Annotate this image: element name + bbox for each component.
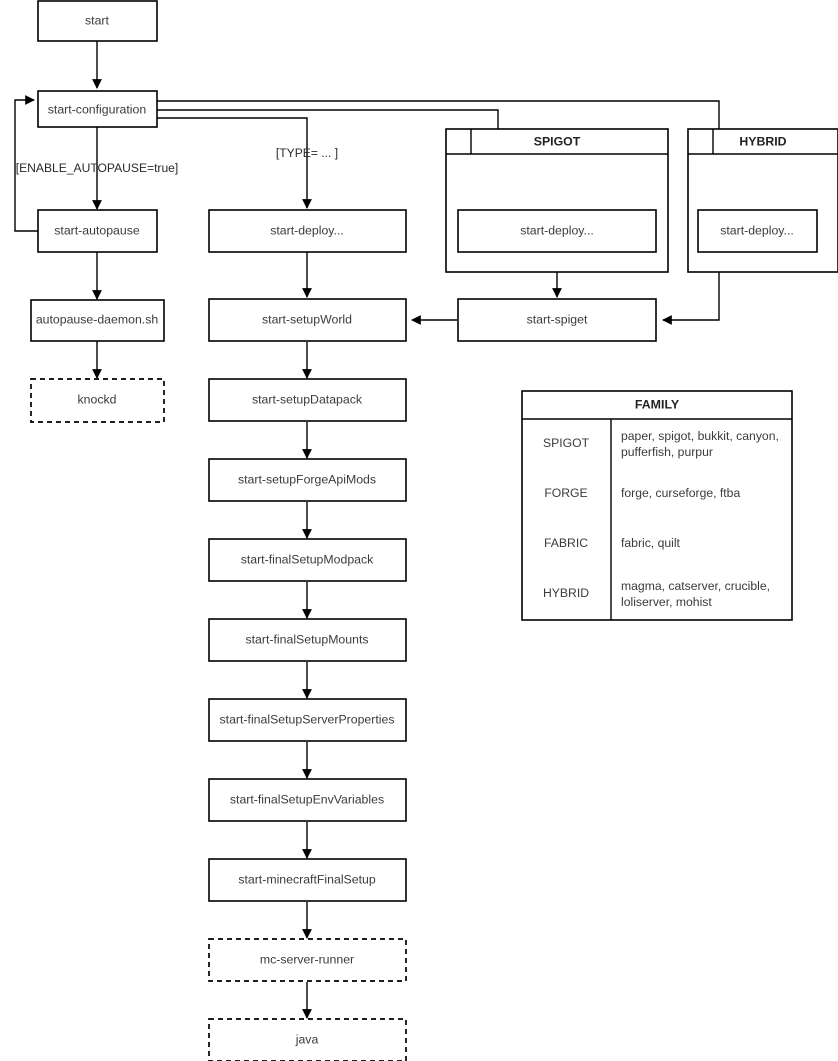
node-start-finalsetupmounts[interactable]: start-finalSetupMounts — [208, 618, 407, 662]
node-start-minecraftfinalsetup-label: start-minecraftFinalSetup — [238, 872, 376, 886]
node-autopause-daemon[interactable]: autopause-daemon.sh — [30, 299, 165, 342]
node-start-finalsetupenvvariables[interactable]: start-finalSetupEnvVariables — [208, 778, 407, 822]
legend-value-fabric-line1: fabric, quilt — [621, 536, 681, 550]
node-start-finalsetupmodpack[interactable]: start-finalSetupModpack — [208, 538, 407, 582]
edge-deploy-hybrid-to-spiget — [662, 252, 720, 325]
node-start-configuration-label: start-configuration — [48, 102, 147, 116]
legend-row-forge: FORGE forge, curseforge, ftba — [544, 486, 740, 500]
node-start-setupforgeapimods[interactable]: start-setupForgeApiMods — [208, 458, 407, 502]
node-start-configuration[interactable]: start-configuration — [37, 90, 158, 128]
node-start-deploy-hybrid[interactable]: start-deploy... — [697, 209, 818, 253]
node-start-autopause[interactable]: start-autopause — [37, 209, 158, 253]
node-start-label: start — [85, 13, 109, 27]
legend-value-spigot-line1: paper, spigot, bukkit, canyon, — [621, 429, 779, 443]
node-start-setupdatapack-label: start-setupDatapack — [252, 392, 363, 406]
node-start-finalsetupenvvariables-label: start-finalSetupEnvVariables — [230, 792, 384, 806]
legend-row-fabric: FABRIC fabric, quilt — [544, 536, 681, 550]
node-start-spiget[interactable]: start-spiget — [457, 298, 657, 342]
node-start-deploy-main[interactable]: start-deploy... — [208, 209, 407, 253]
group-spigot-title: SPIGOT — [534, 134, 581, 148]
node-start-deploy-spigot-label: start-deploy... — [520, 223, 594, 237]
node-start-deploy-spigot[interactable]: start-deploy... — [457, 209, 657, 253]
node-start-setupworld[interactable]: start-setupWorld — [208, 298, 407, 342]
group-hybrid-title: HYBRID — [739, 134, 786, 148]
node-knockd[interactable]: knockd — [30, 378, 165, 423]
node-start-finalsetupserverproperties-label: start-finalSetupServerProperties — [220, 712, 395, 726]
node-start-spiget-label: start-spiget — [527, 312, 588, 326]
legend-value-hybrid-line2: loliserver, mohist — [621, 595, 712, 609]
legend-value-spigot-line2: pufferfish, purpur — [621, 445, 713, 459]
node-start-deploy-main-label: start-deploy... — [270, 223, 344, 237]
node-start-setupworld-label: start-setupWorld — [262, 312, 352, 326]
legend-key-spigot: SPIGOT — [543, 436, 590, 450]
legend-key-fabric: FABRIC — [544, 536, 588, 550]
node-start-deploy-hybrid-label: start-deploy... — [720, 223, 794, 237]
node-start[interactable]: start — [37, 0, 158, 42]
legend-row-hybrid: HYBRID magma, catserver, crucible, lolis… — [543, 579, 770, 609]
edge-label-enable-autopause: [ENABLE_AUTOPAUSE=true] — [16, 161, 179, 175]
legend-title: FAMILY — [635, 397, 680, 411]
node-start-setupforgeapimods-label: start-setupForgeApiMods — [238, 472, 376, 486]
legend-key-hybrid: HYBRID — [543, 586, 589, 600]
legend-value-hybrid-line1: magma, catserver, crucible, — [621, 579, 770, 593]
legend-key-forge: FORGE — [544, 486, 587, 500]
edge-label-type: [TYPE= ... ] — [276, 146, 338, 160]
legend-row-spigot: SPIGOT paper, spigot, bukkit, canyon, pu… — [543, 429, 779, 459]
node-java-label: java — [295, 1032, 319, 1046]
node-start-finalsetupmodpack-label: start-finalSetupModpack — [241, 552, 374, 566]
edge-configuration-to-deploy-main — [157, 117, 312, 209]
edge-autopause-loop-to-configuration — [14, 95, 38, 232]
node-start-autopause-label: start-autopause — [54, 223, 140, 237]
legend-family-table: FAMILY SPIGOT paper, spigot, bukkit, can… — [521, 390, 793, 621]
node-start-setupdatapack[interactable]: start-setupDatapack — [208, 378, 407, 422]
legend-value-forge-line1: forge, curseforge, ftba — [621, 486, 740, 500]
node-start-finalsetupserverproperties[interactable]: start-finalSetupServerProperties — [208, 698, 407, 742]
node-java[interactable]: java — [208, 1018, 407, 1061]
node-mc-server-runner-label: mc-server-runner — [260, 952, 354, 966]
node-start-minecraftfinalsetup[interactable]: start-minecraftFinalSetup — [208, 858, 407, 902]
node-mc-server-runner[interactable]: mc-server-runner — [208, 938, 407, 982]
node-autopause-daemon-label: autopause-daemon.sh — [36, 312, 159, 326]
node-knockd-label: knockd — [78, 392, 117, 406]
node-start-finalsetupmounts-label: start-finalSetupMounts — [245, 632, 368, 646]
